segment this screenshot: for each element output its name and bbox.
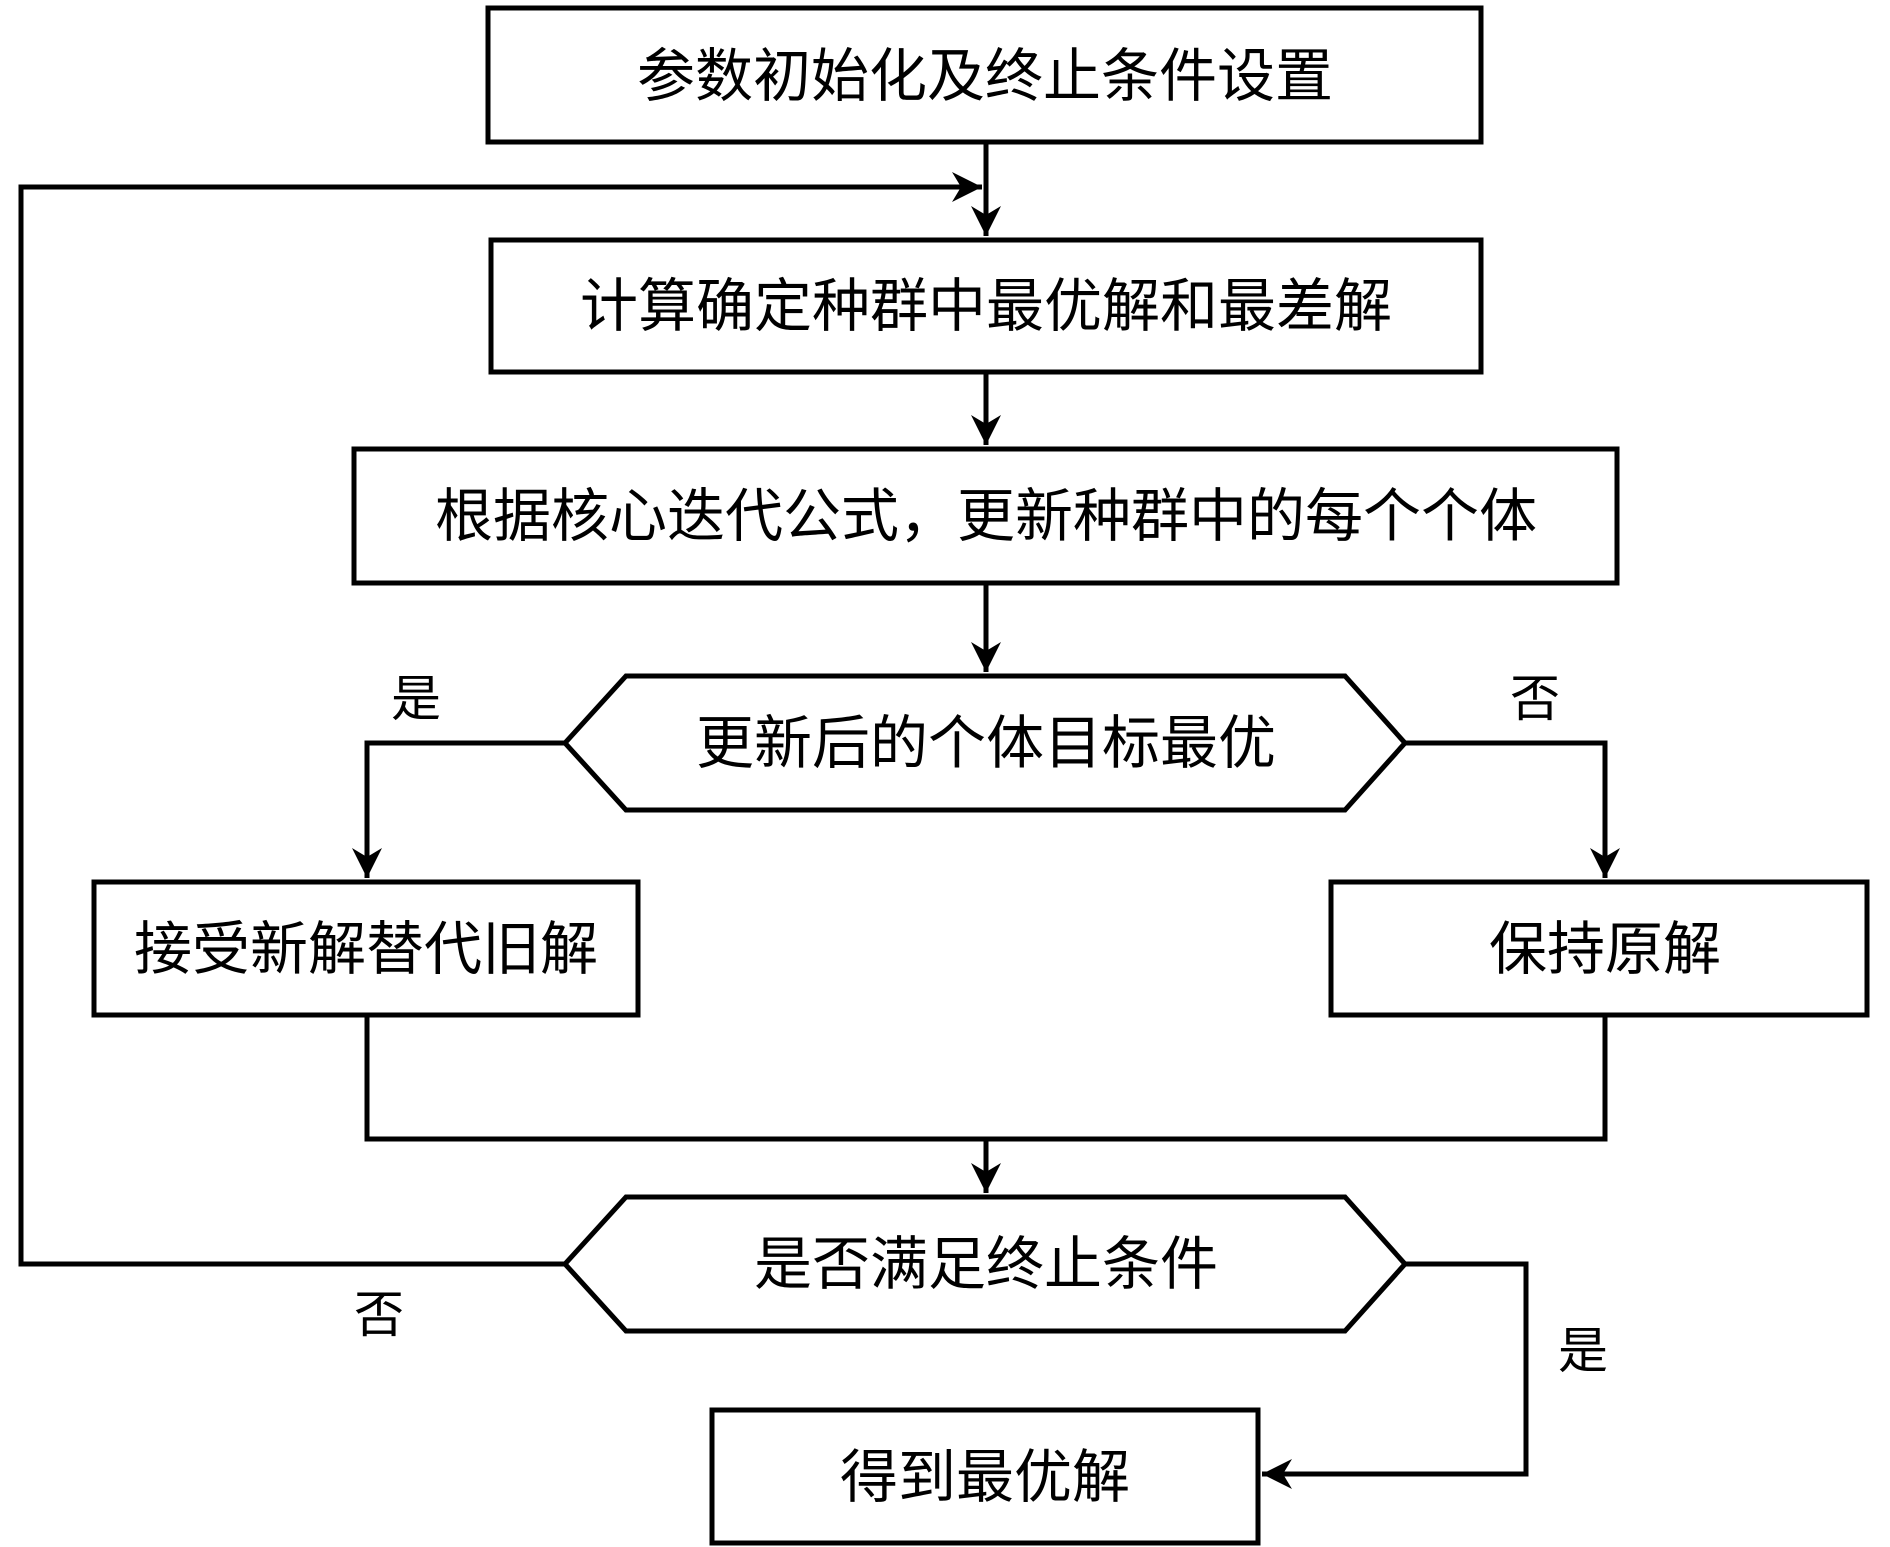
edge-check-better-no bbox=[1405, 740, 1620, 878]
node-init: 参数初始化及终止条件设置 bbox=[485, 5, 1484, 145]
node-evaluate-text: 计算确定种群中最优解和最差解 bbox=[580, 272, 1392, 340]
edge-merge bbox=[364, 1015, 1608, 1142]
edge-label-stop-yes: 是 bbox=[1558, 1322, 1608, 1380]
node-result: 得到最优解 bbox=[709, 1407, 1261, 1546]
node-check-stop-text: 是否满足终止条件 bbox=[754, 1230, 1218, 1298]
edge-check-better-yes bbox=[352, 740, 565, 878]
node-evaluate: 计算确定种群中最优解和最差解 bbox=[488, 237, 1484, 375]
node-accept: 接受新解替代旧解 bbox=[91, 879, 641, 1018]
node-check-stop: 是否满足终止条件 bbox=[561, 1194, 1409, 1334]
edge-label-better-yes: 是 bbox=[391, 670, 441, 728]
node-keep: 保持原解 bbox=[1328, 879, 1870, 1018]
edge-label-better-no: 否 bbox=[1510, 670, 1560, 728]
node-keep-text: 保持原解 bbox=[1489, 915, 1721, 983]
node-update-text: 根据核心迭代公式，更新种群中的每个个体 bbox=[435, 482, 1537, 550]
node-init-text: 参数初始化及终止条件设置 bbox=[637, 42, 1333, 110]
node-result-text: 得到最优解 bbox=[840, 1443, 1130, 1511]
edge-check-stop-yes bbox=[1262, 1261, 1529, 1489]
edge-label-stop-no: 否 bbox=[354, 1286, 404, 1344]
node-check-better: 更新后的个体目标最优 bbox=[561, 673, 1409, 813]
node-accept-text: 接受新解替代旧解 bbox=[134, 915, 598, 983]
edge-loop-back bbox=[18, 172, 982, 1267]
edges bbox=[18, 142, 1620, 1489]
node-update: 根据核心迭代公式，更新种群中的每个个体 bbox=[351, 446, 1620, 586]
node-check-better-text: 更新后的个体目标最优 bbox=[696, 709, 1276, 777]
